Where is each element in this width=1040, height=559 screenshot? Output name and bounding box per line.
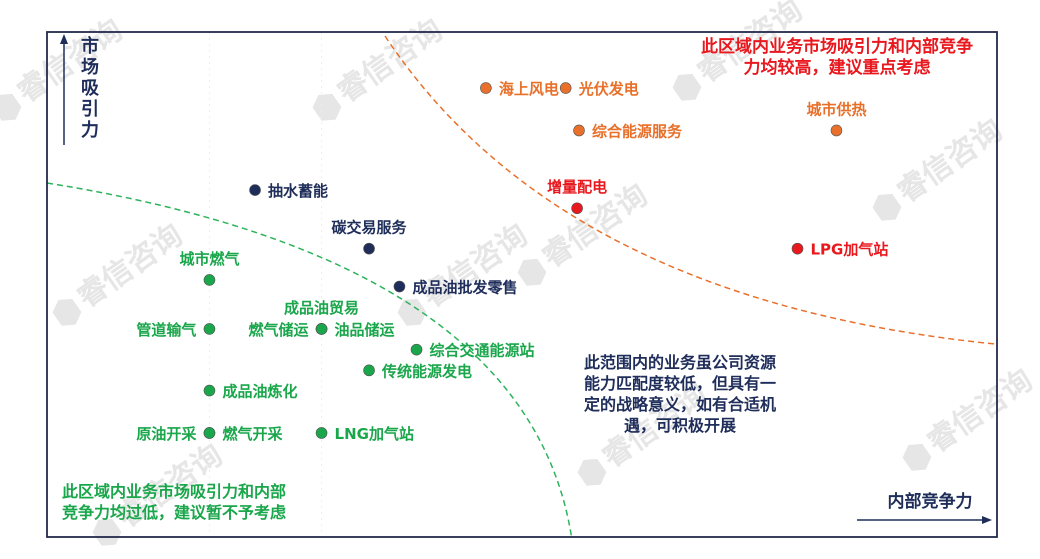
point-15: 传统能源发电 — [363, 362, 472, 380]
annotation-1: 此范围内的业务虽公司资源能力匹配度较低，但具有一定的战略意义，如有合适机遇，可积… — [583, 353, 776, 435]
point-label: 成品油批发零售 — [412, 279, 517, 297]
point-3: 城市供热 — [806, 100, 866, 137]
point-1: 光伏发电 — [559, 80, 639, 98]
point-label: 海上风电 — [499, 80, 559, 98]
annotation-2: 此区域内业务市场吸引力和内部竞争力均过低，建议暂不予考虑 — [62, 482, 286, 522]
point-marker — [249, 184, 261, 196]
watermark-logo-icon — [672, 73, 702, 101]
watermark-logo-icon — [577, 458, 607, 486]
point-16: 成品油炼化 — [203, 383, 297, 401]
point-label: 综合能源服务 — [592, 122, 683, 140]
svg-text:市场吸引力: 市场吸引力 — [81, 35, 100, 141]
watermark-text: 睿信咨询 — [331, 13, 449, 110]
point-19: LNG加气站 — [315, 425, 414, 443]
watermark-logo-icon — [902, 443, 932, 471]
point-5: LPG加气站 — [791, 241, 889, 259]
point-label: 城市供热 — [806, 100, 866, 118]
point-marker — [410, 343, 423, 356]
y-axis-label: 市场吸引力 — [81, 35, 100, 141]
watermark-logo-icon — [397, 298, 427, 326]
point-label: 增量配电 — [547, 178, 607, 196]
point-label: LPG加气站 — [811, 241, 889, 259]
watermark-logo-icon — [872, 193, 902, 221]
watermark-5: 睿信咨询 — [397, 218, 534, 326]
low-region-boundary — [47, 182, 573, 537]
plot-frame — [46, 31, 998, 538]
annotation-0: 此区域内业务市场吸引力和内部竞争力均较高，建议重点考虑 — [701, 36, 973, 78]
watermark-text: 睿信咨询 — [921, 363, 1039, 460]
watermark-1: 睿信咨询 — [312, 13, 449, 121]
point-label: 原油开采 — [136, 425, 197, 443]
point-11: 管道输气 — [136, 321, 216, 339]
point-9: 城市燃气 — [179, 250, 239, 286]
point-label: 综合交通能源站 — [430, 342, 535, 360]
point-18: 燃气开采 — [203, 425, 283, 443]
point-marker — [830, 124, 843, 137]
point-12: 燃气储运 — [249, 321, 328, 339]
watermark-text: 睿信咨询 — [891, 113, 1009, 210]
point-marker — [559, 82, 572, 94]
watermark-logo-icon — [312, 93, 342, 121]
point-label: 碳交易服务 — [332, 219, 408, 237]
point-0: 海上风电 — [480, 80, 559, 98]
point-label: 抽水蓄能 — [268, 182, 328, 200]
watermark-6: 睿信咨询 — [902, 363, 1039, 471]
watermark-logo-icon — [517, 258, 547, 286]
point-label: 城市燃气 — [179, 250, 239, 268]
point-marker — [203, 427, 216, 439]
point-marker — [480, 82, 492, 94]
point-17: 原油开采 — [136, 425, 216, 443]
point-label: 油品储运 — [335, 321, 395, 339]
region-annotations: 此区域内业务市场吸引力和内部竞争力均较高，建议重点考虑此范围内的业务虽公司资源能… — [62, 36, 973, 522]
point-label: 光伏发电 — [578, 80, 639, 98]
watermark-text: 睿信咨询 — [416, 218, 534, 315]
point-marker — [315, 427, 328, 439]
region-curves — [47, 35, 996, 537]
watermark-4: 睿信咨询 — [52, 218, 189, 326]
point-14: 综合交通能源站 — [410, 342, 535, 360]
point-13: 油品储运 — [315, 321, 395, 339]
point-6: 抽水蓄能 — [249, 182, 328, 200]
x-axis-arrow-head — [982, 516, 992, 524]
x-axis-label: 内部竞争力 — [888, 491, 973, 512]
point-marker — [315, 323, 328, 335]
watermark-text: 睿信咨询 — [71, 218, 189, 315]
point-label: 成品油贸易 — [284, 299, 359, 317]
point-label: 燃气开采 — [222, 425, 283, 443]
point-marker — [203, 323, 216, 335]
point-marker — [363, 364, 375, 377]
grid — [208, 32, 323, 537]
point-marker — [203, 384, 216, 397]
point-8: 成品油批发零售 — [393, 279, 517, 297]
point-label: LNG加气站 — [335, 425, 414, 443]
point-label: 成品油炼化 — [222, 383, 297, 401]
point-marker — [393, 280, 406, 293]
point-2: 综合能源服务 — [573, 122, 683, 140]
point-label: 传统能源发电 — [381, 362, 472, 380]
point-marker — [363, 242, 375, 255]
high-region-boundary — [384, 35, 996, 345]
point-4: 增量配电 — [547, 178, 607, 215]
watermark-logo-icon — [0, 93, 22, 121]
point-marker — [573, 124, 585, 137]
point-7: 碳交易服务 — [332, 219, 408, 255]
point-label: 管道输气 — [136, 321, 196, 339]
watermark-logo-icon — [52, 298, 82, 326]
watermark-logo-icon — [92, 518, 122, 546]
point-marker — [791, 242, 804, 255]
axes: 市场吸引力 内部竞争力 — [60, 34, 992, 524]
point-label: 燃气储运 — [249, 321, 309, 339]
y-axis-arrow-head — [60, 34, 68, 44]
point-marker — [203, 274, 216, 286]
watermark-text: 睿信咨询 — [11, 13, 129, 110]
point-marker — [571, 202, 583, 215]
watermark-3: 睿信咨询 — [872, 113, 1009, 221]
